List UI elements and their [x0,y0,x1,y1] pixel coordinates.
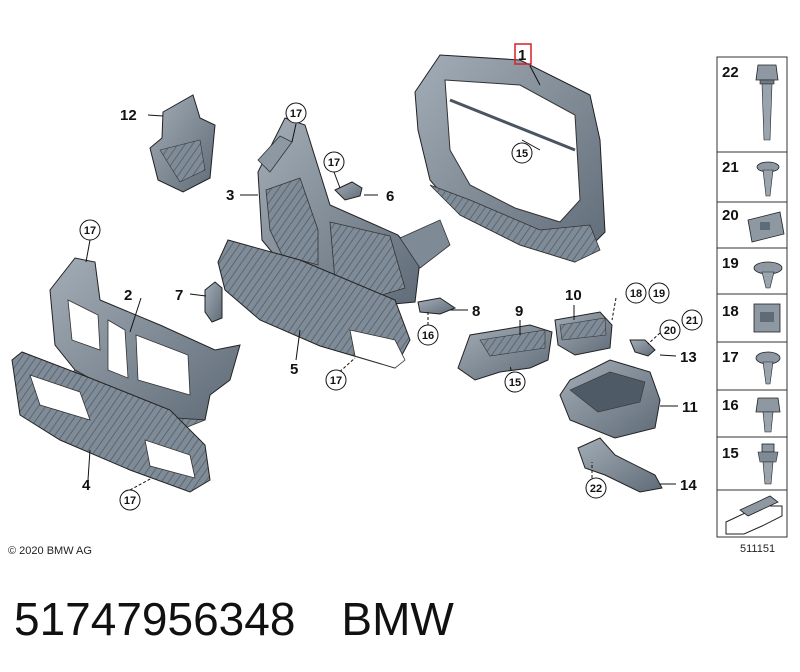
part-8-clip[interactable] [417,297,457,315]
diagram-id: 511151 [740,543,775,555]
part-3-grille-frame[interactable] [257,117,451,307]
part-10-air-duct[interactable] [554,311,613,356]
circled-callout-18: 18 [625,282,647,304]
circled-callout-17-a-label: 17 [290,108,302,120]
circled-callout-17-d-label: 17 [124,495,136,507]
circled-callout-17-c-label: 17 [84,225,96,237]
callout-7: 7 [175,287,183,304]
circled-callout-17-a: 17 [285,102,307,124]
circled-callout-19: 19 [648,282,670,304]
circled-callout-16: 16 [417,324,439,346]
part-9-air-duct[interactable] [457,324,553,381]
circled-callout-17-b: 17 [323,151,345,173]
hex-bolt-icon [755,397,781,433]
circled-callout-15-a-label: 15 [516,148,528,160]
sidebar-label-21: 21 [722,159,739,176]
part-footer: 51747956348 BMW [14,584,794,654]
clip-nut-icon [747,211,785,243]
circled-callout-18-label: 18 [630,288,642,300]
fastener-sidebar: 22 21 20 19 18 17 [716,56,788,538]
circled-callout-19-label: 19 [653,288,665,300]
leader-lines [85,65,678,491]
circled-callout-20-label: 20 [664,325,676,337]
part-7-bracket[interactable] [204,281,223,323]
part-11-air-duct[interactable] [559,359,661,439]
callout-6: 6 [386,188,394,205]
expanding-rivet-icon [753,261,783,289]
circled-callout-22-label: 22 [590,483,602,495]
part-1-carrier-frame[interactable] [414,54,606,263]
callout-5: 5 [290,361,298,378]
sidebar-label-17: 17 [722,349,739,366]
circled-callout-17-d: 17 [119,489,141,511]
circled-callout-17-e: 17 [325,369,347,391]
stud-bolt-icon [757,443,779,485]
callout-2: 2 [124,287,132,304]
circled-callout-21: 21 [681,309,703,331]
callout-8: 8 [472,303,480,320]
part-1-highlight-box [514,43,532,65]
circled-callout-17-e-label: 17 [330,375,342,387]
circled-callout-21-label: 21 [686,315,698,327]
callout-12: 12 [120,107,137,124]
sidebar-label-16: 16 [722,397,739,414]
sidebar-label-20: 20 [722,207,739,224]
callout-11: 11 [682,399,698,416]
sidebar-label-18: 18 [722,303,739,320]
part-4-lower-grille[interactable] [11,351,211,493]
flange-screw-icon [755,351,781,385]
callout-1: 1 [518,47,526,64]
part-6-bracket[interactable] [334,181,363,201]
callout-9: 9 [515,303,523,320]
callout-3: 3 [226,187,234,204]
circled-callout-16-label: 16 [422,330,434,342]
sidebar-label-22: 22 [722,64,739,81]
part-number: 51747956348 [14,593,296,645]
brand-name: BMW [341,593,454,645]
circled-callout-15-a: 15 [511,142,533,164]
circled-callout-20: 20 [659,319,681,341]
circled-callout-17-c: 17 [79,219,101,241]
callout-10: 10 [565,287,582,304]
bolt-icon [755,64,779,141]
circled-callout-17-b-label: 17 [328,157,340,169]
callout-14: 14 [680,477,697,494]
screw-icon [756,161,780,197]
copyright-notice: © 2020 BMW AG [8,545,92,557]
circled-callout-15-b-label: 15 [509,377,521,389]
part-12-air-guide[interactable] [149,94,216,193]
callout-13: 13 [680,349,697,366]
callout-4: 4 [82,477,91,494]
circled-callout-22: 22 [585,477,607,499]
sidebar-label-15: 15 [722,445,739,462]
sidebar-label-19: 19 [722,255,739,272]
part-5-air-duct[interactable] [217,239,411,369]
arrow-icon [725,495,783,535]
part-13-clip[interactable] [629,339,656,357]
circled-callout-15-b: 15 [504,371,526,393]
nut-clip-icon [753,303,781,333]
